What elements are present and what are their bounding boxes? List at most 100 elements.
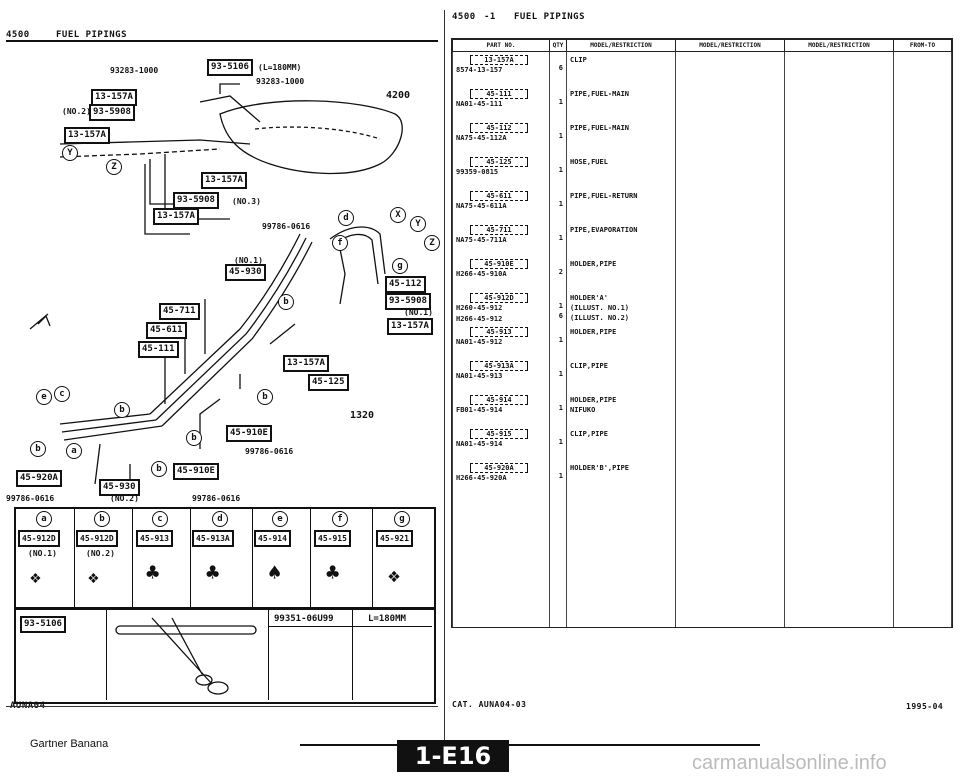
footer-cat: CAT. AUNA04-03 bbox=[452, 700, 527, 709]
callout-45-111: 45-111 bbox=[138, 341, 179, 358]
empty-cell bbox=[784, 221, 894, 256]
hose-length: L=180MM bbox=[368, 614, 406, 624]
hose-divider bbox=[106, 610, 107, 700]
part-ref-box: 45-914 bbox=[470, 394, 528, 405]
right-section-code: 4500 bbox=[452, 12, 476, 22]
part-description: HOLDER,PIPE bbox=[570, 327, 617, 336]
clip-ref: 45-913 bbox=[136, 530, 173, 547]
clip-note: (NO.1) bbox=[28, 549, 57, 558]
part-number: 99359-0815 bbox=[456, 167, 499, 176]
callout-45-112: 45-112 bbox=[385, 276, 426, 293]
empty-cell bbox=[893, 153, 952, 188]
ref-b-circle: b bbox=[278, 294, 294, 310]
right-section-title: FUEL PIPINGS bbox=[514, 12, 586, 22]
clip-ref: 45-912D bbox=[18, 530, 60, 547]
callout-45-930-2: 45-930 bbox=[99, 479, 140, 496]
part-number: 8574-13-157 bbox=[456, 66, 503, 74]
empty-cell bbox=[893, 323, 952, 358]
ref-a-circle: a bbox=[66, 443, 82, 459]
empty-cell bbox=[675, 51, 785, 86]
ref-g-circle: g bbox=[392, 258, 408, 274]
part-ref-box: 45-111 bbox=[470, 88, 528, 99]
clip-letter: f bbox=[332, 511, 348, 527]
part-qty: 1 bbox=[558, 369, 563, 378]
ref-y2-circle: Y bbox=[410, 216, 426, 232]
empty-cell bbox=[675, 391, 785, 426]
part-description: PIPE,FUEL-MAIN bbox=[570, 123, 630, 132]
empty-cell bbox=[675, 85, 785, 120]
label-no1: (NO.1) bbox=[234, 256, 263, 265]
part-ref-box: 45-913 bbox=[470, 326, 528, 337]
callout-93-5106: 93-5106 bbox=[207, 59, 253, 76]
part-description: PIPE,FUEL-RETURN bbox=[570, 191, 638, 200]
footer-left-rule bbox=[6, 706, 438, 707]
clip-cell-e: e 45-914 ♠ bbox=[252, 509, 311, 607]
clip-shape-icon: ♣ bbox=[206, 561, 220, 586]
part-description: HOLDER'A' bbox=[570, 293, 608, 302]
clip-shape-icon: ❖ bbox=[88, 567, 99, 588]
clip-note: (NO.2) bbox=[86, 549, 115, 558]
clip-letter: e bbox=[272, 511, 288, 527]
clip-shape-icon: ❖ bbox=[388, 563, 401, 587]
hose-divider-3 bbox=[352, 610, 353, 700]
empty-cell bbox=[784, 51, 894, 86]
part-description: HOLDER,PIPE bbox=[570, 395, 617, 404]
empty-cell bbox=[784, 85, 894, 120]
callout-45-711: 45-711 bbox=[159, 303, 200, 320]
part-number: NA01-45-913 bbox=[456, 371, 503, 380]
label-99786-3: 99786-0616 bbox=[6, 494, 55, 503]
part-qty: 1 bbox=[558, 471, 563, 480]
left-section-title: FUEL PIPINGS bbox=[56, 30, 128, 40]
callout-13-157a-4: 13-157A bbox=[153, 208, 199, 225]
callout-45-930-1: 45-930 bbox=[225, 264, 266, 281]
hose-ref: 93-5106 bbox=[20, 616, 66, 633]
part-qty: 6 bbox=[558, 64, 563, 72]
part-description: CLIP bbox=[570, 56, 587, 64]
part-number: NA75-45-112A bbox=[456, 133, 507, 142]
empty-cell bbox=[784, 425, 894, 460]
part-ref-box: 45-611 bbox=[470, 190, 528, 201]
ref-b5-circle: b bbox=[30, 441, 46, 457]
ref-b6-circle: b bbox=[151, 461, 167, 477]
part-description-note: (ILLUST. NO.1) bbox=[570, 303, 630, 312]
part-ref-box: 45-910E bbox=[470, 258, 528, 269]
part-number: H266-45-920A bbox=[456, 473, 507, 482]
empty-cell bbox=[784, 153, 894, 188]
dim-1320: 1320 bbox=[350, 410, 375, 421]
label-part-99283: 93283-1000 bbox=[110, 66, 159, 75]
ref-z-circle: Z bbox=[106, 159, 122, 175]
clip-letter: c bbox=[152, 511, 168, 527]
col-from-to: FROM-TO bbox=[893, 39, 952, 52]
ref-b3-circle: b bbox=[114, 402, 130, 418]
callout-45-910e-1: 45-910E bbox=[226, 425, 272, 442]
ref-b2-circle: b bbox=[257, 389, 273, 405]
clip-ref: 45-913A bbox=[192, 530, 234, 547]
clip-cell-c: c 45-913 ♣ bbox=[132, 509, 191, 607]
page-number-tag: 1-E16 bbox=[397, 740, 509, 772]
hose-divider-2 bbox=[268, 610, 269, 700]
scissors-hose-icon bbox=[115, 617, 257, 695]
part-number: NA01-45-912 bbox=[456, 337, 503, 346]
callout-45-125: 45-125 bbox=[308, 374, 349, 391]
page-divider bbox=[444, 10, 445, 770]
col-model-1: MODEL/RESTRICTION bbox=[566, 39, 676, 52]
hose-spec: 99351-06U99 bbox=[274, 614, 334, 624]
clip-shape-icon: ❖ bbox=[30, 567, 41, 588]
empty-cell bbox=[784, 323, 894, 358]
callout-93-5908-1: 93-5908 bbox=[89, 104, 135, 121]
label-no2: (NO.2) bbox=[62, 107, 91, 116]
part-description: PIPE,FUEL-MAIN bbox=[570, 89, 630, 98]
empty-cell bbox=[675, 187, 785, 222]
clip-ref: 45-921 bbox=[376, 530, 413, 547]
part-description-alt: (ILLUST. NO.2) bbox=[570, 313, 630, 322]
part-qty: 1 bbox=[558, 403, 563, 412]
part-qty: 1 bbox=[558, 97, 563, 106]
clip-shape-icon: ♠ bbox=[268, 561, 282, 586]
empty-cell bbox=[784, 119, 894, 154]
